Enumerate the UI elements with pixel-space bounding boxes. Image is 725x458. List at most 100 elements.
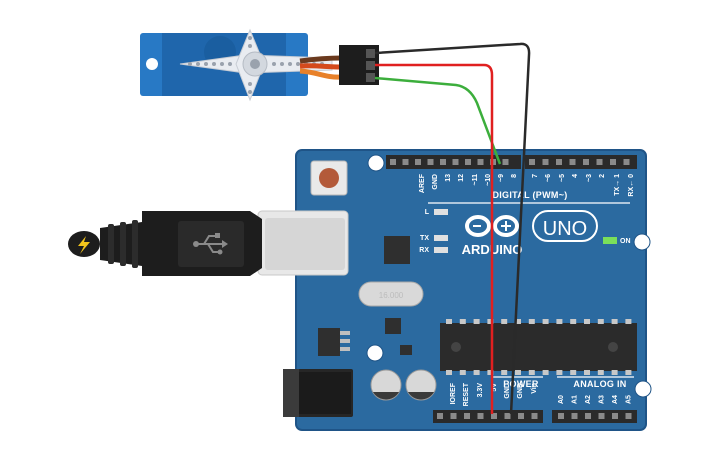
transistor: [400, 345, 412, 355]
analog-section-label: ANALOG IN: [573, 379, 626, 389]
header-pin[interactable]: [402, 159, 409, 165]
header-pin[interactable]: [477, 159, 484, 165]
usb-symbol-icon: [193, 233, 228, 255]
header-pin[interactable]: [465, 159, 471, 165]
voltage-regulator: [318, 328, 350, 356]
pin-label: ~6: [545, 174, 552, 182]
capacitor: [405, 369, 437, 401]
capacitor: [370, 369, 402, 401]
pin-label: ~10: [485, 174, 492, 186]
led-label: L: [425, 209, 430, 216]
pin-label: 7: [532, 174, 539, 178]
led: [434, 247, 448, 253]
pin-label: 3.3V: [477, 383, 484, 398]
atmega-microcontroller: [440, 319, 637, 375]
header-pin[interactable]: [571, 413, 578, 419]
pin-label: A0: [558, 395, 565, 404]
pin-label: ~5: [559, 174, 566, 182]
pin-label: GND: [517, 383, 524, 399]
header-pin[interactable]: [477, 413, 484, 419]
pin-label: Vin: [531, 383, 538, 394]
pin-label: IOREF: [450, 382, 457, 404]
model-label: UNO: [543, 218, 587, 240]
reset-button[interactable]: [310, 160, 348, 196]
svg-text:16.000: 16.000: [379, 291, 404, 300]
header-pin[interactable]: [569, 159, 576, 165]
header-pin[interactable]: [531, 413, 538, 419]
header-pin[interactable]: [504, 413, 511, 419]
lightning-icon: [78, 236, 90, 254]
wiring: [374, 42, 531, 415]
signal-wire[interactable]: [374, 76, 502, 165]
header-pin[interactable]: [390, 159, 396, 165]
header-pin[interactable]: [625, 413, 632, 419]
header-pin[interactable]: [415, 159, 421, 165]
arduino-infinity-logo-icon: [465, 215, 519, 237]
header-pin[interactable]: [450, 413, 457, 419]
header-pin[interactable]: [427, 159, 434, 165]
mount-hole: [634, 380, 652, 398]
header-pin[interactable]: [464, 413, 470, 419]
model-badge: [532, 210, 598, 242]
pin-label: 8: [511, 174, 518, 178]
analog-header[interactable]: [552, 410, 637, 423]
servo-motor[interactable]: [140, 28, 379, 102]
power-led: [603, 237, 617, 244]
header-pin[interactable]: [585, 413, 591, 419]
pin-label: GND: [432, 174, 439, 190]
pin-label: A3: [599, 395, 606, 404]
power-wire[interactable]: [375, 63, 494, 414]
crystal-oscillator: 16.000: [358, 281, 424, 307]
header-pin[interactable]: [502, 159, 509, 165]
led-label: RX: [419, 247, 429, 254]
mount-hole: [367, 154, 385, 172]
header-pin[interactable]: [491, 413, 497, 419]
pin-label: A1: [572, 395, 579, 404]
led: [434, 209, 448, 215]
servo-horn[interactable]: [179, 28, 333, 102]
pin-label: TX→ 1: [614, 174, 621, 196]
header-pin[interactable]: [596, 159, 603, 165]
digital-header[interactable]: [386, 155, 637, 169]
header-pin[interactable]: [598, 413, 605, 419]
header-pin[interactable]: [529, 159, 535, 165]
pin-label: 13: [445, 174, 452, 182]
pin-label: 4: [572, 174, 579, 178]
header-pin[interactable]: [623, 159, 630, 165]
pin-label: RESET: [463, 382, 470, 406]
header-pin[interactable]: [583, 159, 589, 165]
digital-section-label: DIGITAL (PWM~): [492, 190, 567, 200]
on-label: ON: [620, 238, 631, 245]
header-pin[interactable]: [437, 413, 443, 419]
pin-label: A4: [612, 395, 619, 404]
pin-label: 12: [458, 174, 465, 182]
header-pin[interactable]: [542, 159, 549, 165]
header-pin[interactable]: [558, 413, 564, 419]
pin-label: RX← 0: [628, 174, 635, 197]
power-header[interactable]: [433, 410, 543, 423]
power-section-label: POWER: [503, 379, 539, 389]
usb-controller-chip: [384, 236, 410, 264]
servo-connector[interactable]: [339, 45, 379, 85]
header-pin[interactable]: [452, 159, 459, 165]
mount-hole: [366, 344, 384, 362]
usb-cable[interactable]: [68, 210, 349, 276]
pin-label: ~11: [472, 174, 479, 186]
dc-power-jack[interactable]: [283, 369, 353, 417]
header-pin[interactable]: [610, 159, 616, 165]
header-pin[interactable]: [518, 413, 524, 419]
pin-label: 5V: [491, 383, 498, 392]
header-pin[interactable]: [612, 413, 618, 419]
header-pin[interactable]: [556, 159, 562, 165]
header-pin[interactable]: [440, 159, 446, 165]
led: [434, 235, 448, 241]
small-chip: [385, 318, 401, 334]
pin-label: ~3: [586, 174, 593, 182]
ground-wire[interactable]: [374, 42, 531, 415]
